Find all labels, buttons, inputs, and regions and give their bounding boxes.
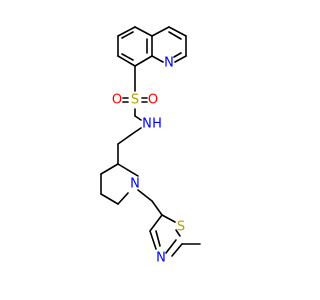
sulfonyl-sulfur-label: S: [131, 93, 139, 108]
piperidine-ring: [100, 163, 139, 205]
piperidine-nitrogen-label: N: [130, 177, 140, 192]
n-methylene-linker: [137, 189, 163, 216]
thiazole-sulfur-label: S: [177, 220, 185, 235]
sulfonamide-nitrogen-label: N: [142, 117, 152, 132]
linker-chain: [117, 127, 142, 165]
quinoline-nitrogen-label: N: [164, 56, 174, 71]
thiazole-ring: [149, 214, 201, 257]
thiazole-nitrogen-label: N: [156, 251, 166, 266]
molecule-canvas: N S O O N H N S N: [100, 26, 201, 266]
sulfonyl-oxygen-right-label: O: [148, 93, 158, 108]
quinoline-benzo-ring: [117, 26, 153, 67]
sulfonyl-oxygen-left-label: O: [112, 93, 122, 108]
sulfonamide-hydrogen-label: H: [152, 117, 162, 132]
molecule-structure: N S O O N H N S N: [100, 26, 201, 266]
sulfonyl-group: [122, 97, 148, 121]
quinoline-pyridine-ring: [151, 26, 187, 63]
